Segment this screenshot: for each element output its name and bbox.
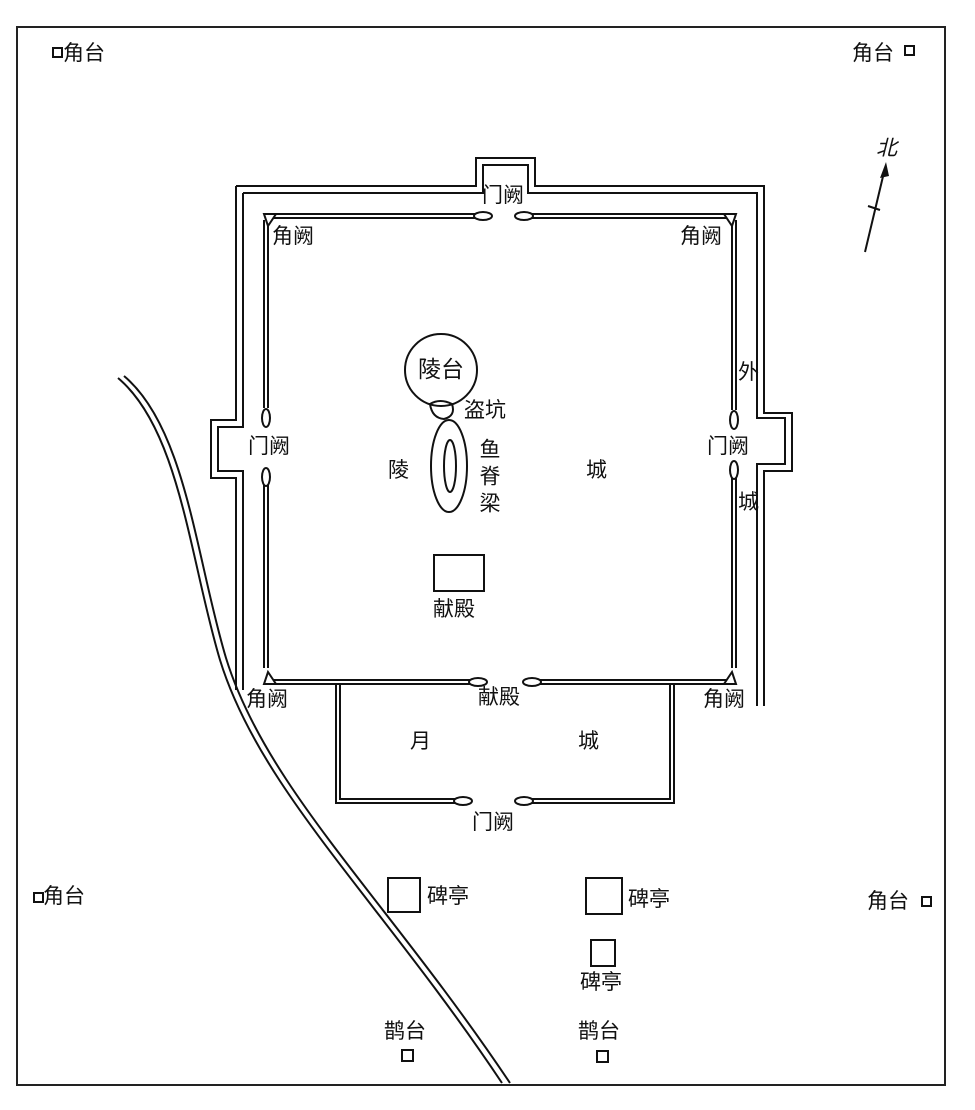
moon-city-label-cheng: 城	[578, 729, 599, 753]
magpie-platform-label-east: 鹊台	[578, 1019, 620, 1043]
road-line-2	[123, 375, 511, 1084]
north-arrow-head	[880, 162, 889, 178]
corner-tower-label-ne: 角台	[852, 41, 894, 65]
gate-tower-label-east: 门阙	[707, 434, 749, 458]
outer-wall-west-inner	[217, 193, 244, 690]
corner-square-nw	[52, 47, 63, 58]
corner-gate-label-nw: 角阙	[272, 224, 314, 248]
magpie-square-e	[596, 1050, 609, 1063]
magpie-platform-label-west: 鹊台	[384, 1019, 426, 1043]
gate-oval-west-s	[261, 467, 271, 487]
moon-city-label-yue: 月	[410, 729, 431, 753]
outer-wall-inner-line	[243, 164, 786, 706]
corner-tower-label-se: 角台	[867, 889, 909, 913]
sacrifice-hall-label: 献殿	[433, 597, 475, 621]
corner-blob-nw	[262, 213, 278, 229]
corner-square-sw	[33, 892, 44, 903]
moon-city-wall	[335, 684, 675, 804]
road-line-1	[117, 377, 503, 1084]
gate-oval-south-w	[468, 677, 488, 687]
outer-label: 外	[738, 360, 759, 384]
corner-blob-ne	[722, 213, 738, 229]
gate-oval-south-e	[522, 677, 542, 687]
stele-pavilion-east	[585, 877, 623, 915]
tomb-city-label-ling: 陵	[388, 458, 409, 482]
diagram-frame	[16, 26, 946, 1086]
stele-pavilion-west	[387, 877, 421, 913]
robbers-pit-label: 盗坑	[464, 398, 506, 422]
corner-square-se	[921, 896, 932, 907]
sacrifice-hall-gate-label: 献殿	[478, 685, 520, 709]
magpie-square-w	[401, 1049, 414, 1062]
north-arrow-tick	[867, 205, 881, 211]
gate-tower-label-moon: 门阙	[472, 810, 514, 834]
gate-oval-east-s	[729, 460, 739, 480]
stele-pavilion-label-center: 碑亭	[580, 970, 622, 994]
fish-ridge-inner	[443, 439, 457, 493]
mound-circle	[404, 333, 478, 407]
gate-oval-east-n	[729, 410, 739, 430]
corner-gate-label-se: 角阙	[703, 687, 745, 711]
gate-oval-west-n	[261, 408, 271, 428]
moon-city-wall-2	[339, 684, 671, 800]
stele-pavilion-label-west: 碑亭	[427, 884, 469, 908]
sacrifice-hall-building	[433, 554, 485, 592]
corner-blob-sw	[262, 669, 278, 685]
outer-city-label: 城	[738, 490, 759, 514]
corner-blob-se	[722, 669, 738, 685]
outer-wall-west	[210, 186, 237, 690]
corner-tower-label-sw: 角台	[43, 884, 85, 908]
north-arrow-shaft	[864, 167, 886, 253]
fish-ridge-outer	[430, 419, 468, 513]
corner-square-ne	[904, 45, 915, 56]
corner-tower-label-nw: 角台	[63, 41, 105, 65]
gate-tower-label-north: 门阙	[482, 183, 524, 207]
north-label: 北	[876, 136, 897, 160]
corner-gate-label-ne: 角阙	[680, 224, 722, 248]
gate-oval-north-w	[473, 211, 493, 221]
gate-oval-north-e	[514, 211, 534, 221]
gate-tower-label-west: 门阙	[248, 434, 290, 458]
fish-ridge-label: 鱼脊梁	[477, 438, 501, 519]
mound-label: 陵台	[418, 357, 464, 383]
outer-wall	[236, 157, 793, 706]
stele-pavilion-center	[590, 939, 616, 967]
gate-oval-moon-w	[453, 796, 473, 806]
tomb-city-label-cheng: 城	[586, 458, 607, 482]
corner-gate-label-sw: 角阙	[246, 687, 288, 711]
stele-pavilion-label-east: 碑亭	[628, 887, 670, 911]
gate-oval-moon-e	[514, 796, 534, 806]
robbers-pit	[428, 400, 454, 421]
